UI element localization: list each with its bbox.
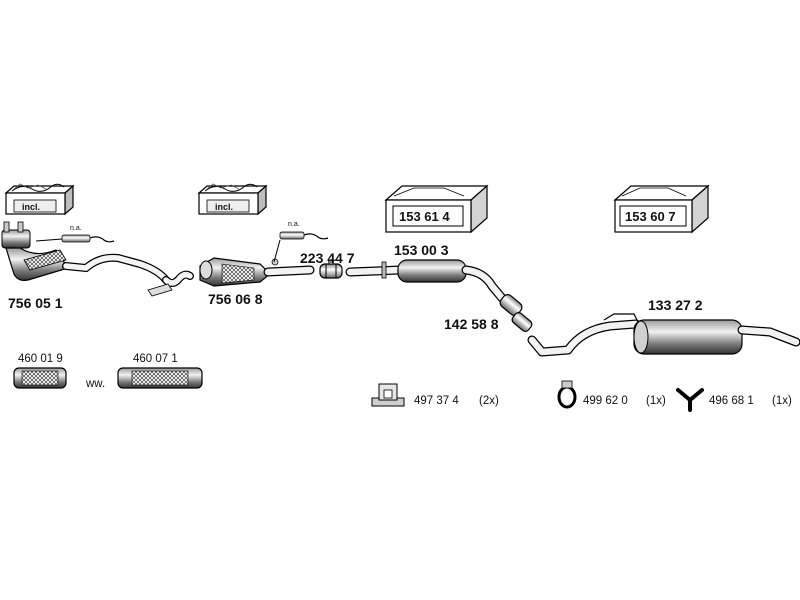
rear-silencer-part [527, 313, 800, 357]
middle-silencer-part [345, 259, 507, 303]
hanger-2-part-number: 499 62 0 [583, 395, 628, 407]
clamp-142-part-number: 142 58 8 [444, 316, 499, 332]
hanger-1-part-number: 497 37 4 [414, 395, 459, 407]
mounting-kit-box-1-icon [384, 184, 489, 234]
hanger-bracket-icon [371, 383, 405, 407]
clamp-223-icon [319, 259, 343, 279]
sensor-2-note: n.a. [288, 221, 300, 228]
flex-pipe-long-part [117, 367, 203, 389]
hanger-3-part-number: 496 68 1 [709, 395, 754, 407]
flex-separator: ww. [86, 378, 106, 390]
mounting-kit-1-part-number: 153 61 4 [399, 209, 450, 224]
middle-silencer-part-number: 153 00 3 [394, 242, 449, 258]
kit-2-label: incl. [215, 202, 234, 212]
mounting-kit-box-2-icon [613, 184, 710, 234]
hanger-1-quantity: (2x) [479, 395, 499, 407]
oxygen-sensor-1-icon [35, 234, 115, 243]
flex-short-part-number: 460 01 9 [18, 353, 63, 365]
kit-box-2-icon [197, 183, 268, 216]
front-pipe-part-number: 756 05 1 [8, 295, 63, 311]
clamp-223-part-number: 223 44 7 [300, 250, 355, 266]
oxygen-sensor-2-icon [273, 231, 329, 263]
flex-long-part-number: 460 07 1 [133, 353, 178, 365]
catalytic-converter-part-number: 756 06 8 [208, 291, 263, 307]
hanger-3-quantity: (1x) [772, 395, 792, 407]
sensor-1-note: n.a. [70, 225, 82, 232]
clamp-142-icon [499, 294, 533, 332]
flex-pipe-short-part [13, 367, 67, 389]
rubber-ring-icon [557, 380, 577, 409]
catalytic-converter-part [199, 257, 315, 287]
kit-box-1-icon [4, 183, 75, 216]
rear-silencer-part-number: 133 27 2 [648, 297, 703, 313]
mounting-kit-2-part-number: 153 60 7 [625, 209, 676, 224]
front-pipe-part [1, 221, 194, 297]
kit-1-label: incl. [22, 202, 41, 212]
hanger-2-quantity: (1x) [646, 395, 666, 407]
y-hanger-icon [676, 388, 704, 412]
